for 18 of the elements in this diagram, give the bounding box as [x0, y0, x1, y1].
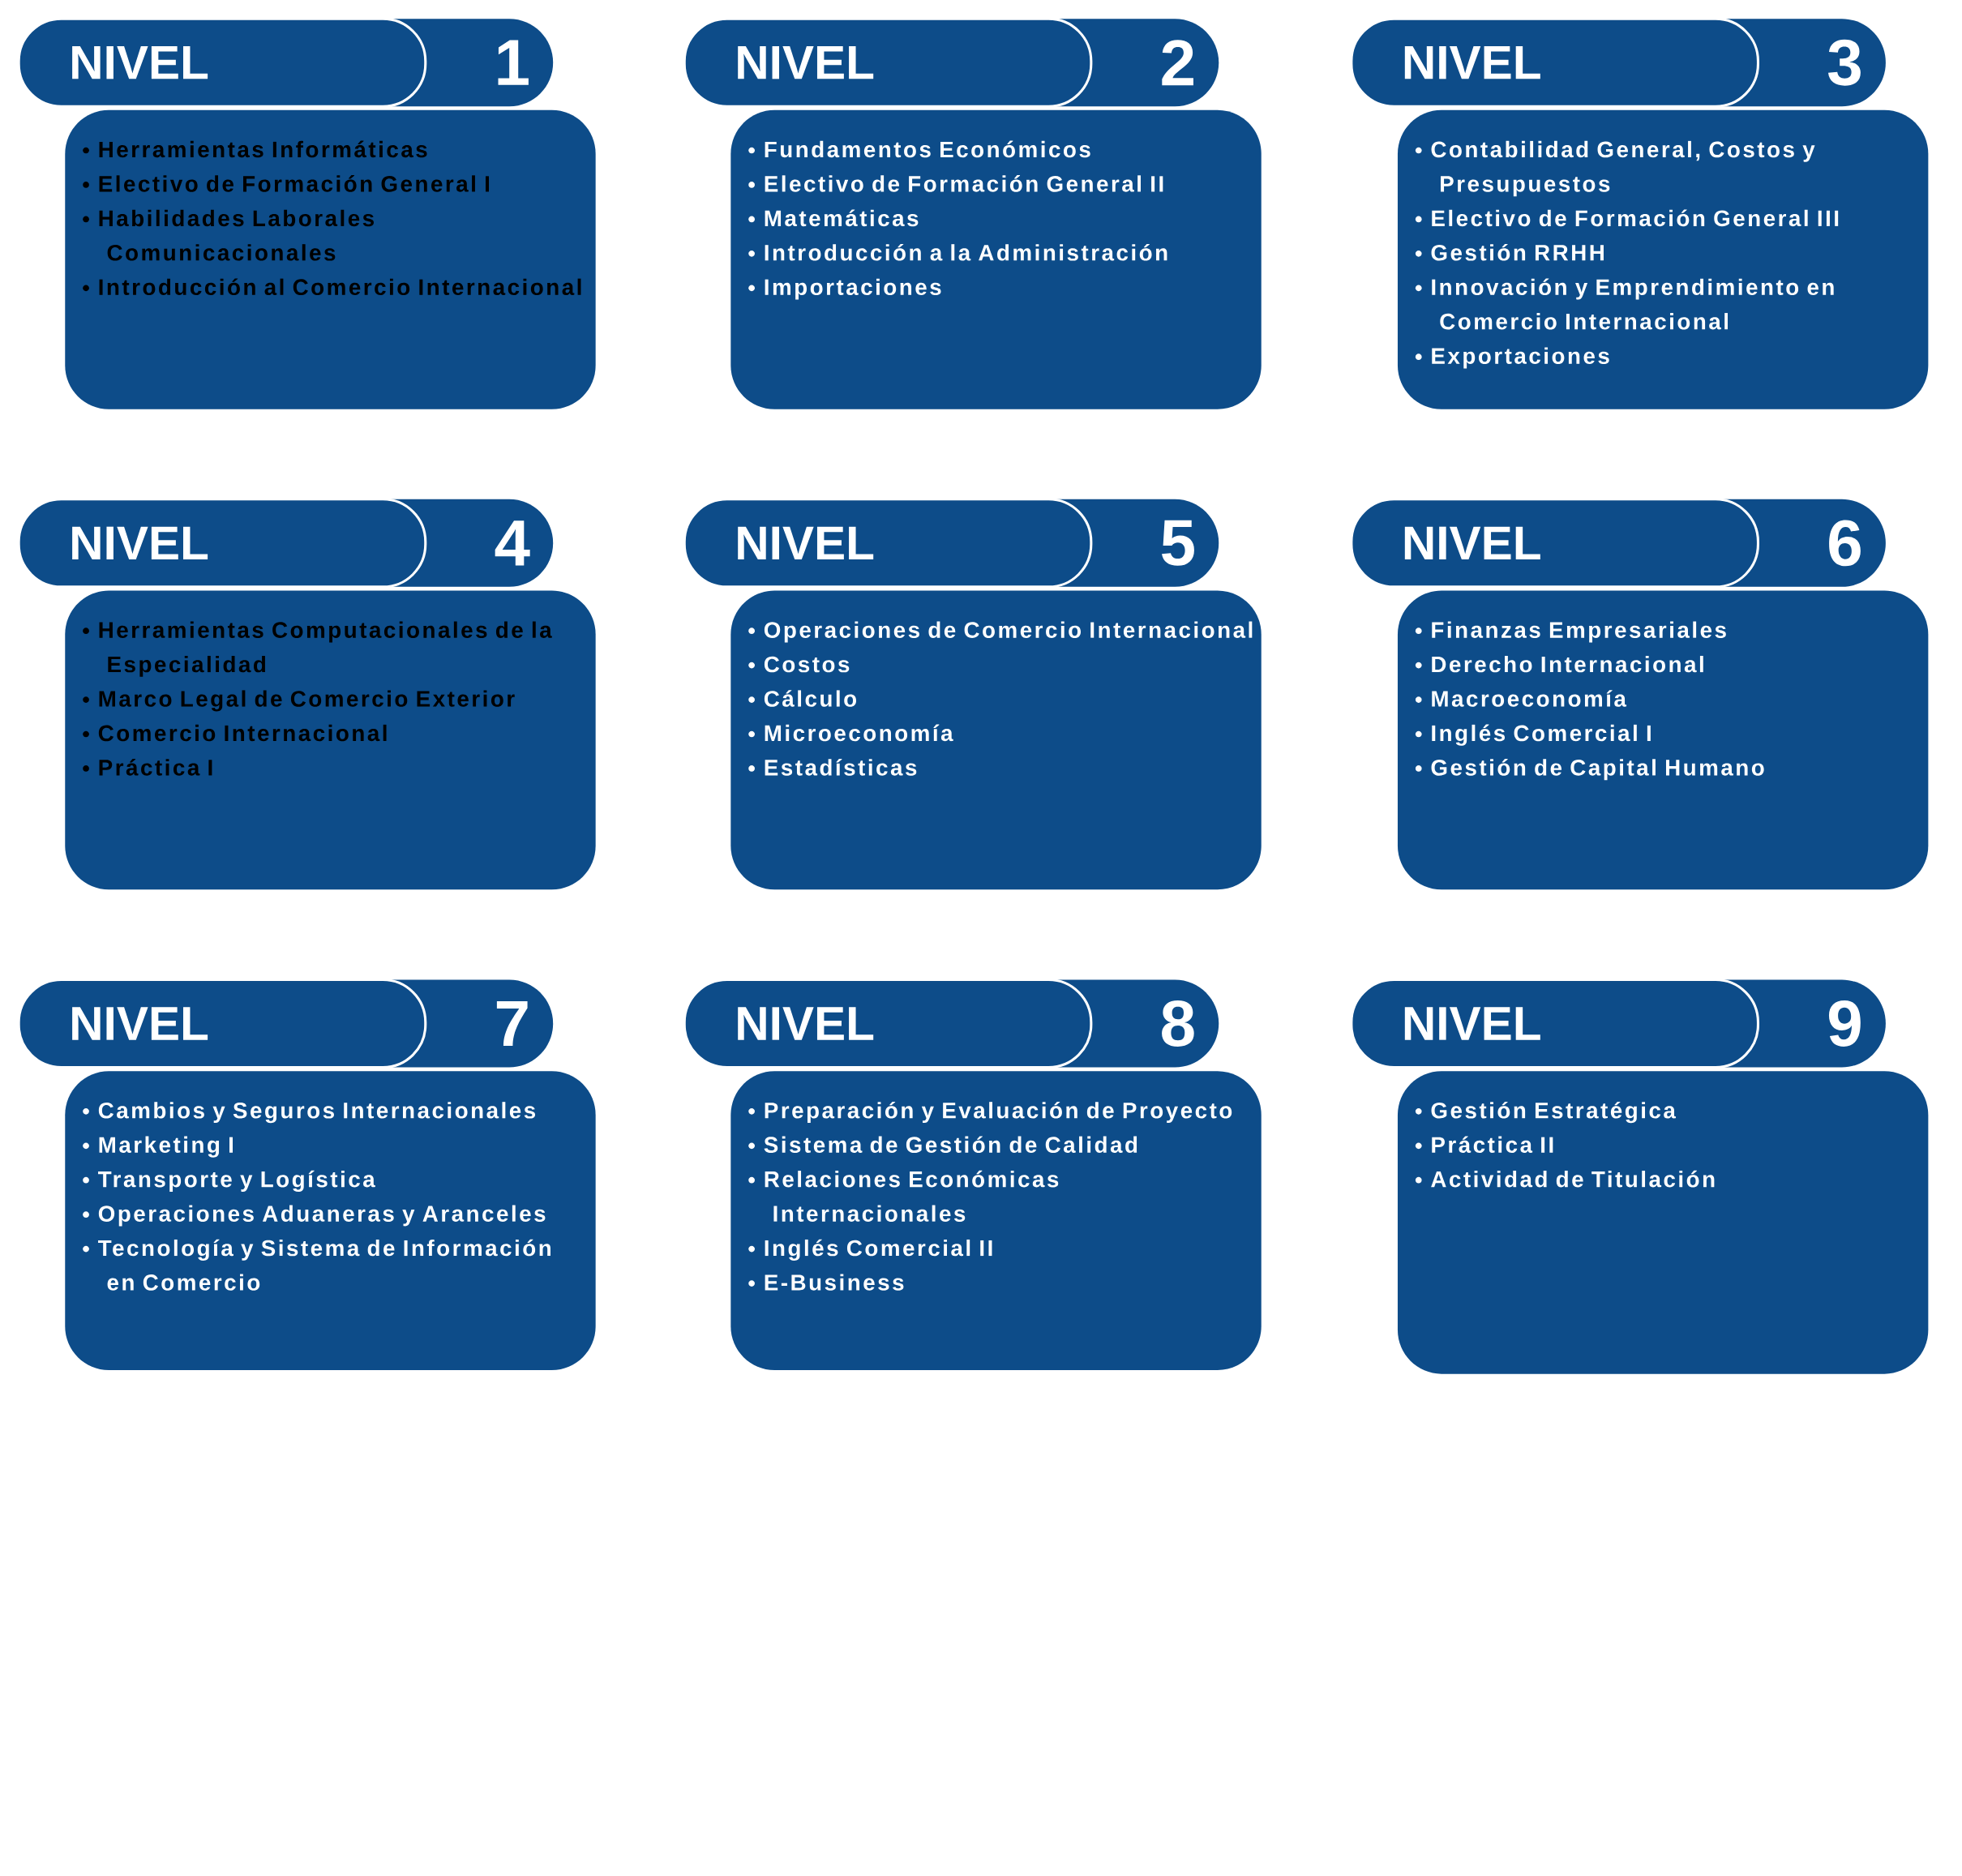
course-list-box: Preparación y Evaluación de Proyecto Sistema de Gestión de Calidad Relaciones Económicas Internacionales Inglés Comercial II E-Business [730, 1071, 1262, 1371]
course-list-box: Herramientas Informáticas Electivo de Formación General I Habilidades Laborales Comunicacionales Introducción al Comercio Internacional [65, 110, 596, 409]
level-header: NIVEL 8 [683, 979, 1219, 1069]
level-header: NIVEL 1 [17, 17, 554, 108]
level-header: NIVEL 5 [683, 498, 1219, 589]
course-list-box: Finanzas Empresariales Derecho Internacional Macroeconomía Inglés Comercial I Gestión de Capital Humano [1397, 590, 1929, 890]
course-list-box: Gestión Estratégica Práctica II Actividad de Titulación [1397, 1071, 1929, 1374]
course-list-box: Herramientas Computacionales de la Especialidad Marco Legal de Comercio Exterior Comercio Internacional Práctica I [65, 590, 596, 890]
level-header: NIVEL 4 [17, 498, 554, 589]
level-header: NIVEL 3 [1350, 17, 1886, 108]
course-list-box: Fundamentos Económicos Electivo de Formación General II Matemáticas Introducción a la Administración Importaciones [730, 110, 1262, 409]
level-header: NIVEL 7 [17, 979, 554, 1069]
course-list-box: Contabilidad General, Costos y Presupuestos Electivo de Formación General III Gestión RRHH Innovación y Emprendimiento en Comercio Internacional Exportaciones [1397, 110, 1929, 409]
course-list-box: Operaciones de Comercio Internacional Costos Cálculo Microeconomía Estadísticas [730, 590, 1262, 890]
level-header: NIVEL 2 [683, 17, 1219, 108]
level-header: NIVEL 6 [1350, 498, 1886, 589]
course-list-box: Cambios y Seguros Internacionales Marketing I Transporte y Logística Operaciones Aduaneras y Aranceles Tecnología y Sistema de Información en Comercio [65, 1071, 596, 1371]
level-header: NIVEL 9 [1350, 979, 1886, 1069]
